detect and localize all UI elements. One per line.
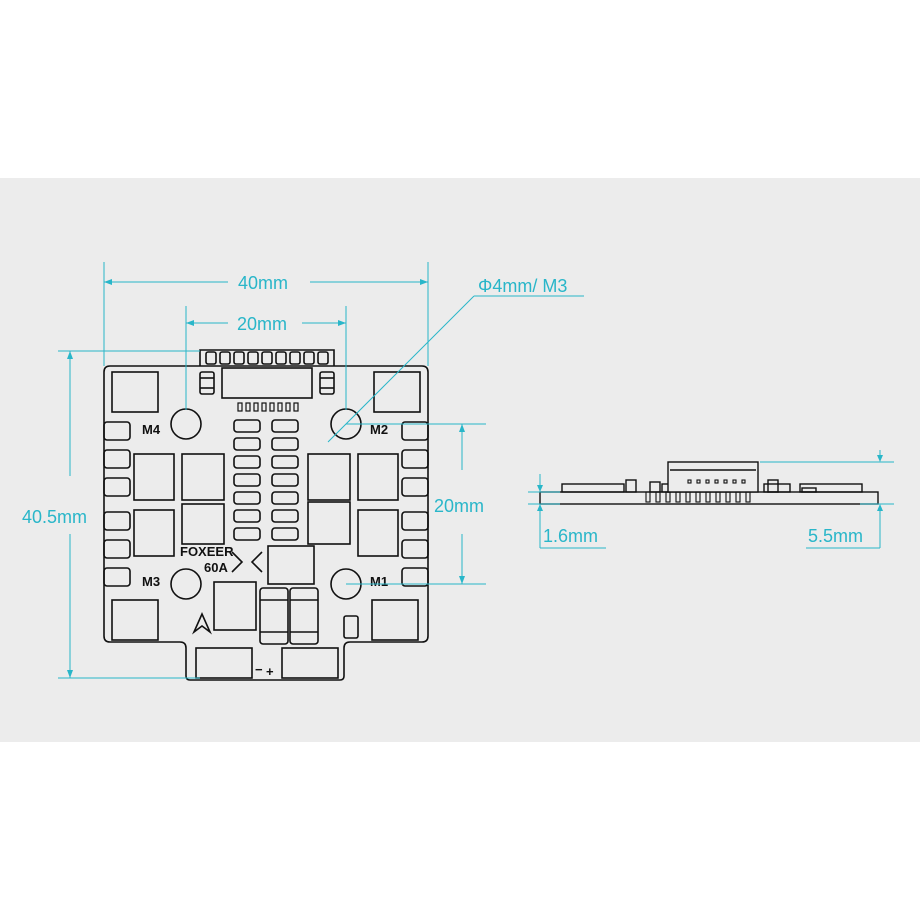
side-connector-pins <box>687 479 746 484</box>
left-motor-pads <box>103 421 131 587</box>
power-pads <box>195 647 339 679</box>
brand-label: FOXEER <box>180 544 234 559</box>
board-outline <box>103 365 429 681</box>
width-dimension-label: 40mm <box>238 273 288 293</box>
motor-label-m1: M1 <box>370 574 388 589</box>
rating-label: 60A <box>204 560 228 575</box>
power-plus-label: + <box>266 664 274 679</box>
total-height-label: 5.5mm <box>808 526 863 546</box>
mount-spacing-v-label: 20mm <box>434 496 484 516</box>
connector-pins <box>237 402 299 412</box>
side-connector <box>667 461 759 493</box>
height-dimension-label: 40.5mm <box>22 507 87 527</box>
dimension-arrows <box>67 279 465 678</box>
side-components <box>561 479 863 493</box>
driver-chip <box>213 581 257 631</box>
mosfet-grid <box>133 453 399 557</box>
right-motor-pads <box>401 421 429 587</box>
top-connector-pads <box>199 349 335 366</box>
power-minus-label: − <box>255 662 263 677</box>
mcu-chip <box>267 545 315 585</box>
side-view-dimension-lines <box>528 450 894 549</box>
motor-label-m3: M3 <box>142 574 160 589</box>
foxeer-logo-icon <box>231 551 263 573</box>
corner-chips <box>111 371 421 641</box>
power-capacitors <box>259 587 359 645</box>
side-bottom-bumps <box>645 491 751 503</box>
resistor-array <box>233 419 299 541</box>
direction-arrow-icon <box>192 612 212 635</box>
board-side-view <box>539 461 879 505</box>
pcb-thickness-label: 1.6mm <box>543 526 598 546</box>
board-top-view <box>103 349 429 681</box>
motor-label-m4: M4 <box>142 422 161 437</box>
top-view-dimension-labels: 40mm 20mm 40.5mm 20mm Φ4mm/ M3 <box>22 273 567 527</box>
side-view-dimension-labels: 1.6mm 5.5mm <box>543 526 863 546</box>
mount-spacing-h-label: 20mm <box>237 314 287 334</box>
top-view-dimension-lines <box>58 262 584 679</box>
board-labels: M4 M2 M3 M1 FOXEER 60A − + <box>142 422 388 679</box>
motor-label-m2: M2 <box>370 422 388 437</box>
signal-connector <box>221 367 313 399</box>
side-dimension-arrows <box>537 455 883 511</box>
hole-size-label: Φ4mm/ M3 <box>478 276 567 296</box>
top-capacitors <box>199 371 335 395</box>
